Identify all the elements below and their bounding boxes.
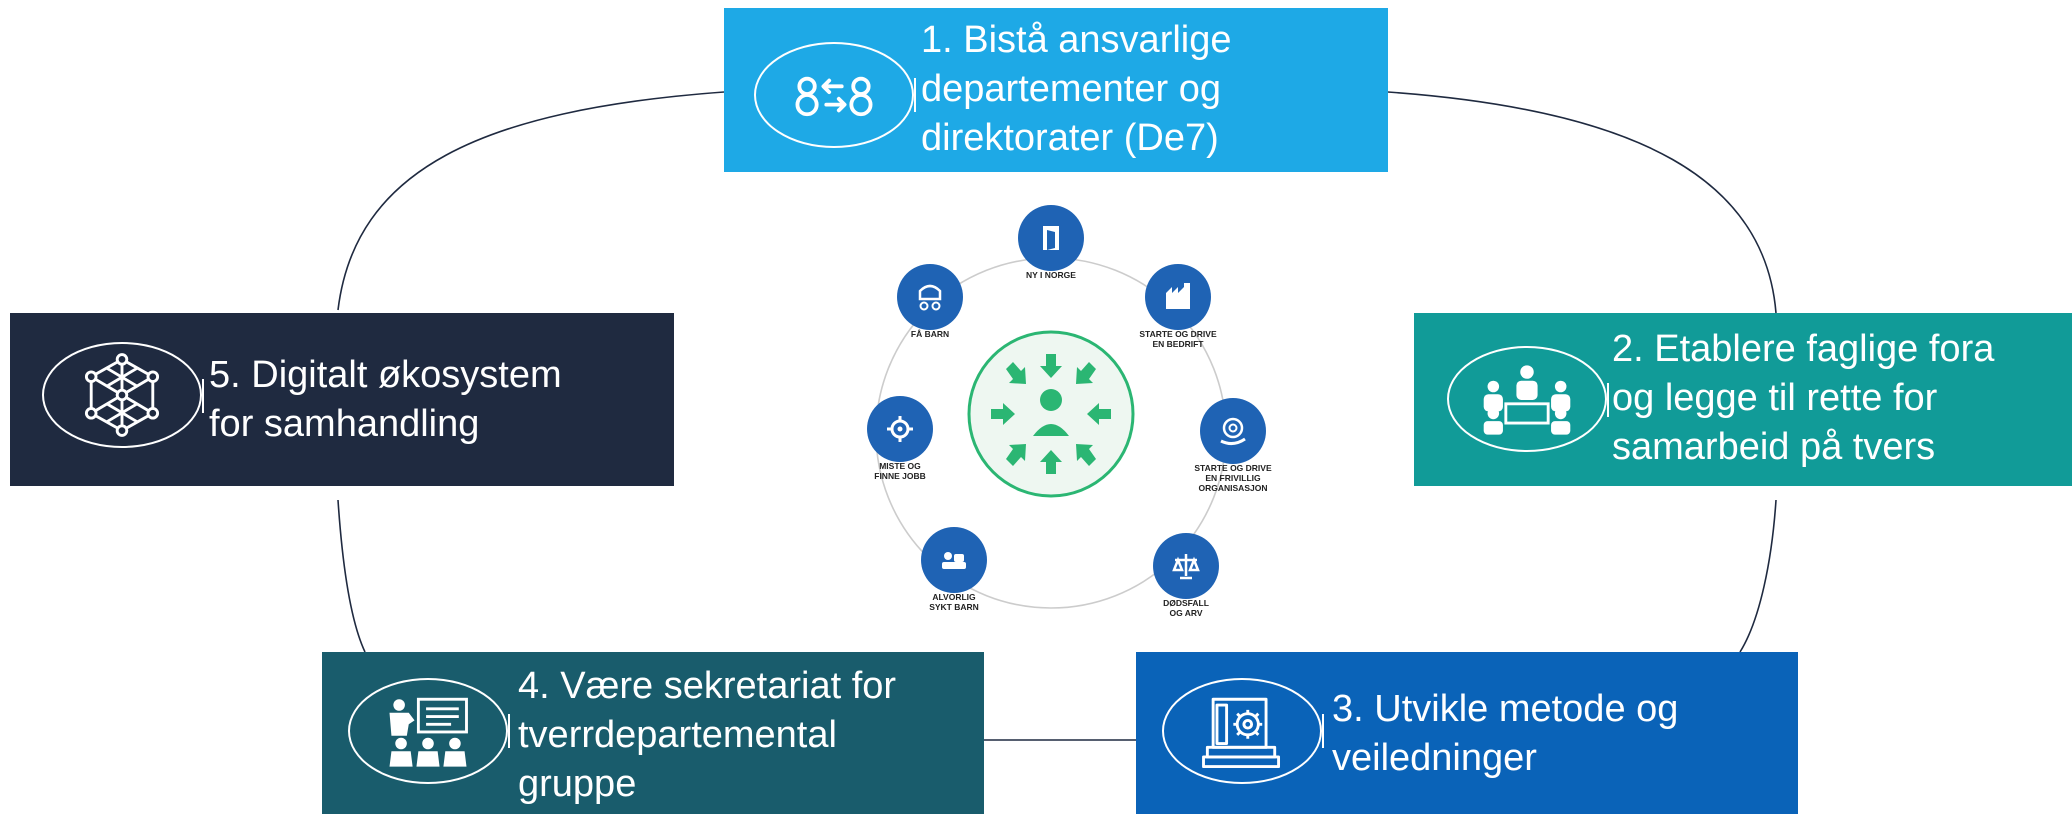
box-3-icon-oval xyxy=(1162,678,1322,784)
life-event-label: FINNE JOBB xyxy=(874,471,925,481)
arc-top-left xyxy=(337,91,725,311)
box-2-line-1: 2. Etablere faglige fora xyxy=(1612,328,1995,370)
box-4-line-1: 4. Være sekretariat for xyxy=(518,665,897,707)
box-2-icon-oval xyxy=(1447,346,1607,452)
box-4-icon-oval xyxy=(348,678,508,784)
presentation-icon xyxy=(389,697,468,767)
life-event-label: ORGANISASJON xyxy=(1199,483,1268,493)
box-5-line-2: for samhandling xyxy=(209,403,480,445)
scales-icon xyxy=(1172,554,1200,580)
life-event-label: FÅ BARN xyxy=(911,329,949,339)
books-gear-icon xyxy=(1202,697,1281,769)
life-event-label: EN FRIVILLIG xyxy=(1205,473,1261,483)
stroller-icon xyxy=(918,284,942,311)
box-3-text: 3. Utvikle metode og veiledninger xyxy=(1332,685,1678,783)
life-event-label: DØDSFALL xyxy=(1163,598,1209,608)
center-hub xyxy=(967,330,1135,498)
life-event-label: STARTE OG DRIVE xyxy=(1194,463,1272,473)
box-4-line-2: tverrdepartemental xyxy=(518,714,837,756)
box-5-line-1: 5. Digitalt økosystem xyxy=(209,354,562,396)
meeting-table-icon xyxy=(1483,365,1571,435)
box-1-divider xyxy=(914,78,916,112)
box-3-line-2: veiledninger xyxy=(1332,737,1537,779)
life-event-label: OG ARV xyxy=(1169,608,1202,618)
box-1-line-3: direktorater (De7) xyxy=(921,117,1219,159)
arc-right-bottom xyxy=(1739,499,1777,653)
life-event-label: NY I NORGE xyxy=(1026,270,1076,280)
door-icon xyxy=(1043,226,1059,250)
life-event-label: STARTE OG DRIVE xyxy=(1139,329,1217,339)
spiral-hand-icon xyxy=(1220,417,1246,446)
box-1-line-2: departementer og xyxy=(921,68,1221,110)
box-5-digital-ecosystem: 5. Digitalt økosystem for samhandling xyxy=(10,313,674,486)
box-4-text: 4. Være sekretariat for tverrdepartement… xyxy=(518,662,896,809)
network-cube-icon xyxy=(84,353,160,437)
box-3-line-1: 3. Utvikle metode og xyxy=(1332,688,1679,730)
box-4-divider xyxy=(508,714,510,748)
box-1-text: 1. Bistå ansvarlige departementer og dir… xyxy=(921,16,1232,163)
box-5-icon-oval xyxy=(42,342,202,448)
box-3-divider xyxy=(1322,714,1324,748)
life-event-label: SYKT BARN xyxy=(929,602,979,612)
sick-child-icon xyxy=(942,552,966,569)
box-3-develop-methods: 3. Utvikle metode og veiledninger xyxy=(1136,652,1798,814)
people-exchange-icon xyxy=(795,76,873,117)
arc-left-bottom xyxy=(337,499,366,653)
box-4-secretariat: 4. Være sekretariat for tverrdepartement… xyxy=(322,652,984,814)
box-2-divider xyxy=(1607,383,1609,417)
life-event-label: EN BEDRIFT xyxy=(1153,339,1205,349)
box-1-assist-ministries: 1. Bistå ansvarlige departementer og dir… xyxy=(724,8,1388,172)
job-gear-icon xyxy=(887,416,913,442)
box-1-icon-oval xyxy=(754,42,914,148)
factory-icon xyxy=(1166,283,1190,309)
life-event-label: ALVORLIG xyxy=(932,592,976,602)
life-event-label: MISTE OG xyxy=(879,461,921,471)
box-2-text: 2. Etablere faglige fora og legge til re… xyxy=(1612,325,1994,472)
box-4-line-3: gruppe xyxy=(518,763,637,805)
box-1-line-1: 1. Bistå ansvarlige xyxy=(921,19,1232,61)
box-2-line-2: og legge til rette for xyxy=(1612,377,1938,419)
life-event-node: NY I NORGE xyxy=(1018,205,1084,280)
box-2-line-3: samarbeid på tvers xyxy=(1612,426,1936,468)
arc-top-right xyxy=(1387,91,1777,314)
life-event-node: FÅ BARN xyxy=(897,264,963,339)
person-arrows-icon xyxy=(991,354,1111,474)
box-2-establish-forums: 2. Etablere faglige fora og legge til re… xyxy=(1414,313,2072,486)
box-5-text: 5. Digitalt økosystem for samhandling xyxy=(209,351,562,449)
box-5-divider xyxy=(202,379,204,413)
